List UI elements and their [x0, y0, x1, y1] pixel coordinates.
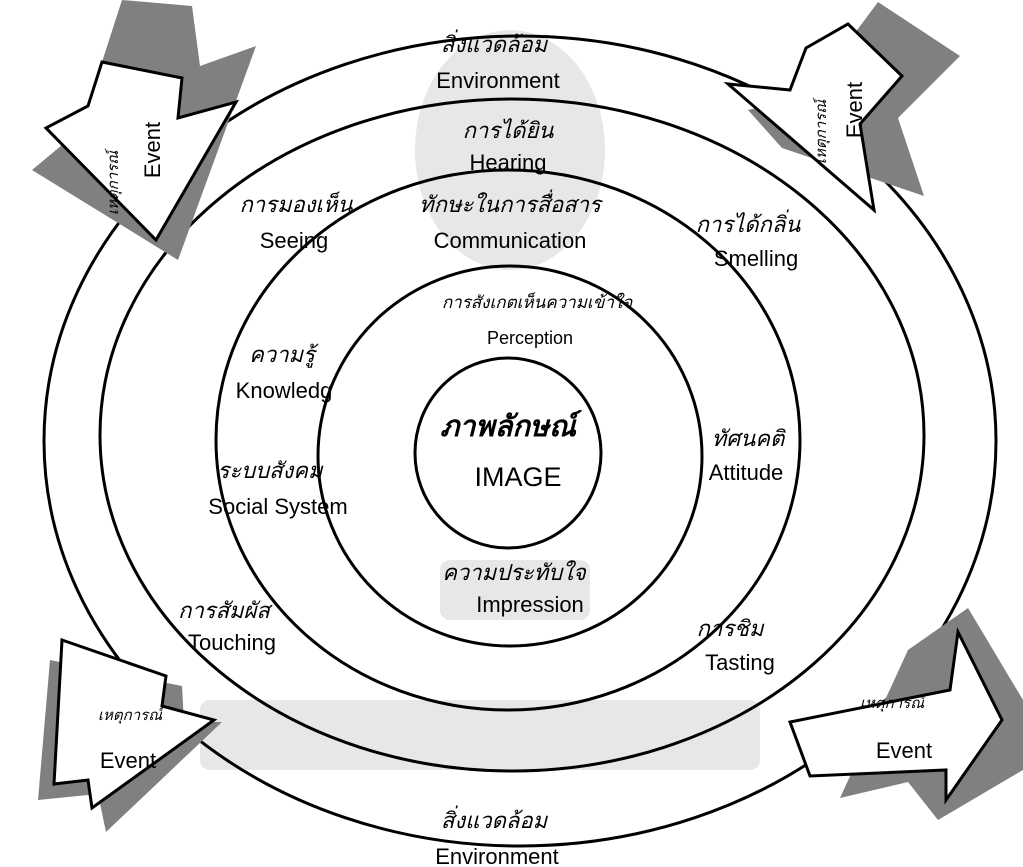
smelling-label: การได้กลิ่น Smelling	[696, 209, 802, 271]
environment-bottom-label: สิ่งแวดล้อม Environment	[435, 805, 559, 867]
perception-label: การสังเกตเห็นความเข้าใจ Perception	[442, 292, 633, 348]
event-thai: เหตุการณ์	[860, 694, 927, 712]
seeing-english: Seeing	[260, 228, 329, 253]
environment-thai: สิ่งแวดล้อม	[441, 805, 549, 834]
event-arrow-top-right: เหตุการณ์ Event	[723, 2, 960, 214]
event-label: Event	[876, 738, 932, 763]
smelling-thai: การได้กลิ่น	[696, 209, 802, 238]
event-arrow-bottom-left: เหตุการณ์ Event	[38, 637, 222, 832]
event-thai: เหตุการณ์	[98, 706, 165, 724]
touching-label: การสัมผัส Touching	[178, 599, 276, 655]
outer-ring	[42, 34, 998, 848]
impression-english: Impression	[476, 592, 584, 617]
attitude-english: Attitude	[709, 460, 784, 485]
touching-english: Touching	[188, 630, 276, 655]
attitude-label: ทัศนคติ Attitude	[709, 427, 787, 485]
communication-label: ทักษะในการสื่อสาร Communication	[419, 189, 604, 253]
seeing-thai: การมองเห็น	[239, 191, 353, 218]
environment-english: Environment	[435, 844, 559, 867]
tasting-label: การชิม Tasting	[697, 617, 775, 675]
attitude-thai: ทัศนคติ	[712, 427, 787, 452]
event-arrow-top-left: เหตุการณ์ Event	[32, 0, 256, 260]
environment-english: Environment	[436, 68, 560, 93]
social-system-label: ระบบสังคม Social System	[208, 459, 347, 519]
communication-english: Communication	[434, 228, 587, 253]
hearing-thai: การได้ยิน	[463, 118, 555, 144]
touching-thai: การสัมผัส	[178, 599, 273, 624]
impression-label: ความประทับใจ Impression	[442, 560, 587, 617]
event-thai: เหตุการณ์	[812, 97, 830, 164]
event-label: Event	[842, 82, 867, 138]
senses-ring	[98, 97, 926, 773]
image-center-label: ภาพลักษณ์ IMAGE	[440, 409, 583, 492]
perception-ring	[316, 264, 704, 648]
environment-thai: สิ่งแวดล้อม	[441, 29, 549, 58]
hearing-label: การได้ยิน Hearing	[463, 118, 555, 175]
knowledge-english: Knowledg	[236, 378, 333, 403]
event-label: Event	[100, 748, 156, 773]
impression-thai: ความประทับใจ	[442, 560, 587, 586]
image-english: IMAGE	[474, 462, 561, 492]
event-label: Event	[140, 122, 165, 178]
perception-english: Perception	[487, 328, 573, 348]
knowledge-thai: ความรู้	[249, 343, 319, 368]
tasting-english: Tasting	[705, 650, 775, 675]
social-system-english: Social System	[208, 494, 347, 519]
event-arrow-bottom-right: เหตุการณ์ Event	[787, 608, 1023, 820]
image-core-ring	[413, 356, 603, 550]
cognition-ring	[214, 168, 802, 712]
perception-thai: การสังเกตเห็นความเข้าใจ	[442, 292, 633, 313]
hearing-english: Hearing	[469, 150, 546, 175]
watermark	[200, 30, 760, 770]
communication-thai: ทักษะในการสื่อสาร	[419, 189, 604, 218]
rings	[42, 34, 998, 848]
knowledge-label: ความรู้ Knowledg	[236, 343, 333, 403]
tasting-thai: การชิม	[697, 617, 765, 642]
social-system-thai: ระบบสังคม	[218, 459, 324, 484]
seeing-label: การมองเห็น Seeing	[239, 191, 353, 253]
event-thai: เหตุการณ์	[104, 148, 122, 215]
smelling-english: Smelling	[714, 246, 798, 271]
environment-top-label: สิ่งแวดล้อม Environment	[436, 29, 560, 93]
image-thai: ภาพลักษณ์	[440, 409, 583, 443]
